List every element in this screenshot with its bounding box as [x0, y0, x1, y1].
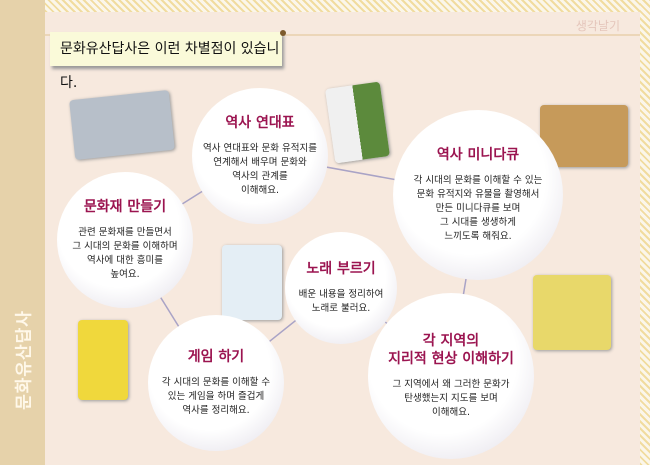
node-desc: 역사 연대표와 문화 유적지를 연계해서 배우며 문화와 역사의 관계를 이해해… [203, 143, 317, 196]
node-title: 게임 하기 [187, 349, 245, 365]
sidebar: 문화유산답사 [0, 0, 45, 465]
song-sheet-image [222, 245, 282, 320]
map-image [533, 275, 611, 350]
node-desc: 관련 문화재를 만들면서 그 시대의 문화를 이해하며 역사에 대한 흥미를 높… [72, 227, 178, 280]
node-desc: 각 시대의 문화를 이해할 수 있는 게임을 하며 즐겁게 역사를 정리해요. [161, 377, 271, 416]
documentary-image [540, 105, 628, 167]
game-board-image [78, 320, 128, 400]
node-desc: 그 지역에서 왜 그러한 문화가 탄생했는지 지도를 보며 이해해요. [392, 379, 510, 418]
node-title: 역사 미니다큐 [436, 147, 520, 163]
node-title: 노래 부르기 [306, 261, 376, 277]
page-title: 문화유산답사은 이런 차별점이 있습니다. [50, 32, 282, 91]
artifact-image [69, 89, 175, 161]
node-desc: 각 시대의 문화를 이해할 수 있는 문화 유적지와 유물을 촬영해서 만든 미… [413, 175, 543, 242]
pin-icon [280, 30, 286, 36]
section-label: 생각날기 [575, 19, 620, 33]
node-title: 문화재 만들기 [83, 199, 167, 215]
header-rule [45, 34, 640, 36]
top-stripe [45, 0, 650, 12]
right-stripe [640, 0, 650, 465]
node-desc: 배운 내용을 정리하여 노래로 불러요. [298, 289, 384, 314]
timeline-book-image [325, 81, 390, 164]
node-title: 각 지역의 지리적 현상 이해하기 [388, 333, 514, 367]
node-title: 역사 연대표 [225, 115, 295, 131]
